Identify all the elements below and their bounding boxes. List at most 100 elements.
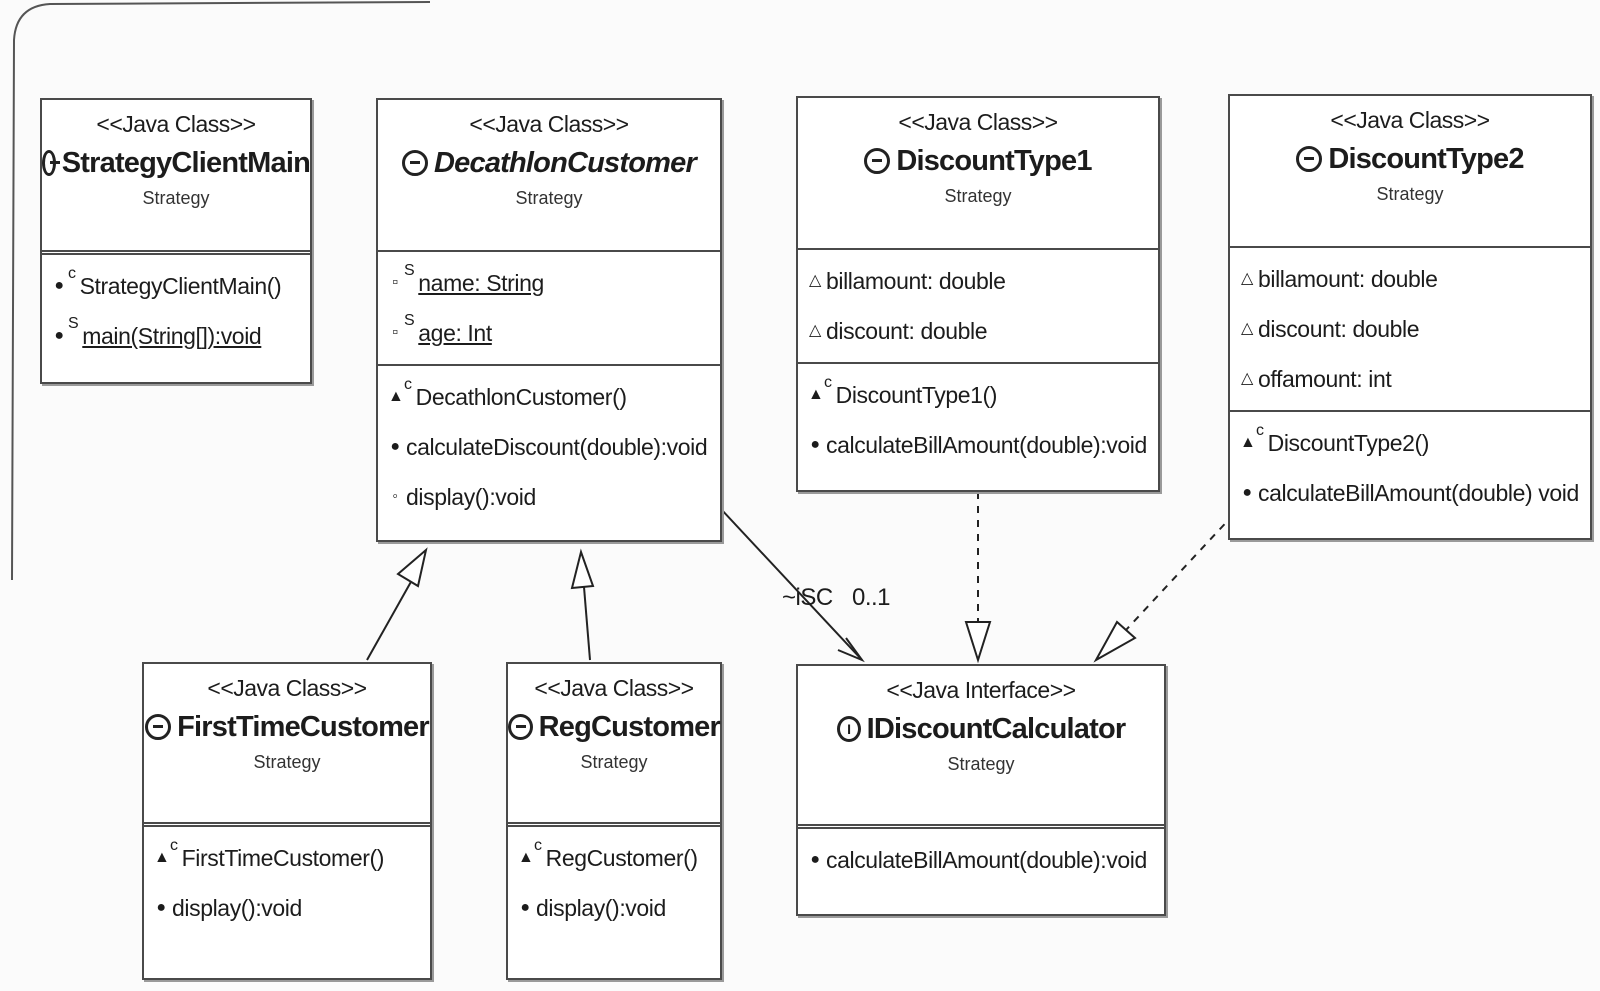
operations-section: ▲ c FirstTimeCustomer() ● display():void xyxy=(144,822,430,939)
interface-box-idiscount-calculator[interactable]: <<Java Interface>> I IDiscountCalculator… xyxy=(796,664,1166,916)
operation-text: DiscountType1() xyxy=(835,382,998,408)
class-name: I IDiscountCalculator xyxy=(798,710,1164,748)
static-modifier: S xyxy=(68,315,79,332)
public-visibility-icon: ● xyxy=(390,438,400,455)
generalization-arrowhead-firsttime xyxy=(396,547,428,588)
protected-visibility-icon: ◦ xyxy=(392,488,398,505)
stereotype-label: <<Java Class>> xyxy=(469,111,629,137)
operation-row[interactable]: ▲ c FirstTimeCustomer() xyxy=(154,833,420,883)
class-box-reg-customer[interactable]: <<Java Class>> RegCustomer Strategy ▲ c … xyxy=(506,662,722,980)
class-name-text: DecathlonCustomer xyxy=(434,147,697,179)
generalization-line-firsttime xyxy=(366,579,413,661)
operation-text: DecathlonCustomer() xyxy=(415,384,627,410)
attribute-row[interactable]: △ discount: double xyxy=(1240,304,1580,354)
package-label: Strategy xyxy=(580,752,648,772)
attributes-section: △ billamount: double △ discount: double xyxy=(798,248,1158,362)
attribute-row[interactable]: ▫ S age: Int xyxy=(388,308,710,358)
constructor-modifier: c xyxy=(824,374,832,391)
operation-text: display():void xyxy=(172,895,302,921)
realization-arrowhead-type1 xyxy=(964,621,992,664)
operation-text: display():void xyxy=(536,895,666,921)
public-visibility-icon: ● xyxy=(54,327,64,344)
attribute-row[interactable]: △ offamount: int xyxy=(1240,354,1580,404)
class-name: StrategyClientMain xyxy=(42,144,311,182)
window-frame-edge xyxy=(11,1,431,581)
generalization-arrowhead-reg xyxy=(570,548,595,590)
class-box-decathlon-customer[interactable]: <<Java Class>> DecathlonCustomer Strateg… xyxy=(376,98,722,542)
operation-text: calculateBillAmount(double):void xyxy=(826,432,1147,458)
class-header: <<Java Class>> DiscountType1 Strategy xyxy=(798,98,1158,248)
attribute-row[interactable]: △ billamount: double xyxy=(808,256,1148,306)
stereotype-label: <<Java Class>> xyxy=(534,675,694,701)
public-visibility-icon: ● xyxy=(810,851,820,868)
package-visibility-icon: △ xyxy=(1241,270,1253,287)
class-box-strategy-client-main[interactable]: <<Java Class>> StrategyClientMain Strate… xyxy=(40,98,312,384)
attributes-section: △ billamount: double △ discount: double … xyxy=(1230,246,1590,410)
attribute-text: billamount: double xyxy=(826,268,1006,294)
attribute-text: discount: double xyxy=(826,318,988,344)
class-header: <<Java Interface>> I IDiscountCalculator… xyxy=(798,666,1164,824)
operation-text: calculateBillAmount(double):void xyxy=(826,847,1147,873)
operation-row[interactable]: ● calculateDiscount(double):void xyxy=(388,422,710,472)
class-name: DecathlonCustomer xyxy=(378,144,720,182)
class-icon xyxy=(42,150,60,176)
class-name-text: IDiscountCalculator xyxy=(866,713,1127,745)
operation-text: calculateBillAmount(double) void xyxy=(1258,480,1579,506)
static-modifier: S xyxy=(404,312,415,329)
operation-row[interactable]: ▲ c DecathlonCustomer() xyxy=(388,372,710,422)
abstract-class-icon xyxy=(402,150,429,176)
class-name-text: StrategyClientMain xyxy=(61,147,311,179)
stereotype-label: <<Java Class>> xyxy=(96,111,256,137)
operation-row[interactable]: ▲ c DiscountType1() xyxy=(808,370,1148,420)
class-icon xyxy=(1296,146,1323,172)
package-visibility-icon: △ xyxy=(1241,370,1253,387)
attribute-row[interactable]: △ discount: double xyxy=(808,306,1148,356)
private-visibility-icon: ▫ xyxy=(392,324,398,341)
operation-row[interactable]: ▲ c DiscountType2() xyxy=(1240,418,1580,468)
attribute-text: offamount: int xyxy=(1258,366,1392,392)
class-header: <<Java Class>> RegCustomer Strategy xyxy=(508,664,721,822)
attributes-section: ▫ S name: String ▫ S age: Int xyxy=(378,250,720,364)
class-name: RegCustomer xyxy=(508,708,721,746)
class-box-discount-type2[interactable]: <<Java Class>> DiscountType2 Strategy △ … xyxy=(1228,94,1592,540)
public-visibility-icon: ● xyxy=(156,899,166,916)
operations-section: ▲ c DiscountType1() ● calculateBillAmoun… xyxy=(798,362,1158,476)
class-name-text: DiscountType1 xyxy=(896,145,1092,177)
association-line xyxy=(719,507,863,661)
association-role-label: ~iSC xyxy=(782,584,833,611)
operation-row[interactable]: ● calculateBillAmount(double) void xyxy=(1240,468,1580,518)
attribute-row[interactable]: ▫ S name: String xyxy=(388,258,710,308)
stereotype-label: <<Java Class>> xyxy=(1330,107,1490,133)
stereotype-label: <<Java Interface>> xyxy=(886,677,1076,703)
operation-row[interactable]: ● display():void xyxy=(518,883,710,933)
public-visibility-icon: ● xyxy=(810,436,820,453)
package-label: Strategy xyxy=(1376,184,1444,204)
class-name: FirstTimeCustomer xyxy=(144,708,430,746)
operation-row[interactable]: ● c StrategyClientMain() xyxy=(52,261,300,311)
class-box-discount-type1[interactable]: <<Java Class>> DiscountType1 Strategy △ … xyxy=(796,96,1160,492)
attribute-text: age: Int xyxy=(418,320,492,346)
public-visibility-icon: ● xyxy=(54,277,64,294)
operation-row[interactable]: ◦ display():void xyxy=(388,472,710,522)
package-label: Strategy xyxy=(947,754,1015,774)
package-visibility-icon: △ xyxy=(1241,320,1253,337)
package-visibility-icon: ▲ xyxy=(808,386,824,403)
operation-row[interactable]: ● S main(String[]):void xyxy=(52,311,300,361)
class-icon xyxy=(145,714,172,740)
stereotype-label: <<Java Class>> xyxy=(898,109,1058,135)
operation-row[interactable]: ● calculateBillAmount(double):void xyxy=(808,835,1154,885)
constructor-modifier: c xyxy=(1256,422,1264,439)
static-modifier: S xyxy=(404,262,415,279)
class-header: <<Java Class>> FirstTimeCustomer Strateg… xyxy=(144,664,430,822)
package-label: Strategy xyxy=(253,752,321,772)
attribute-text: discount: double xyxy=(1258,316,1420,342)
operation-row[interactable]: ▲ c RegCustomer() xyxy=(518,833,710,883)
package-label: Strategy xyxy=(515,188,583,208)
class-header: <<Java Class>> DiscountType2 Strategy xyxy=(1230,96,1590,246)
operation-row[interactable]: ● display():void xyxy=(154,883,420,933)
class-box-first-time-customer[interactable]: <<Java Class>> FirstTimeCustomer Strateg… xyxy=(142,662,432,980)
operation-row[interactable]: ● calculateBillAmount(double):void xyxy=(808,420,1148,470)
operation-text: RegCustomer() xyxy=(545,845,698,871)
attribute-row[interactable]: △ billamount: double xyxy=(1240,254,1580,304)
